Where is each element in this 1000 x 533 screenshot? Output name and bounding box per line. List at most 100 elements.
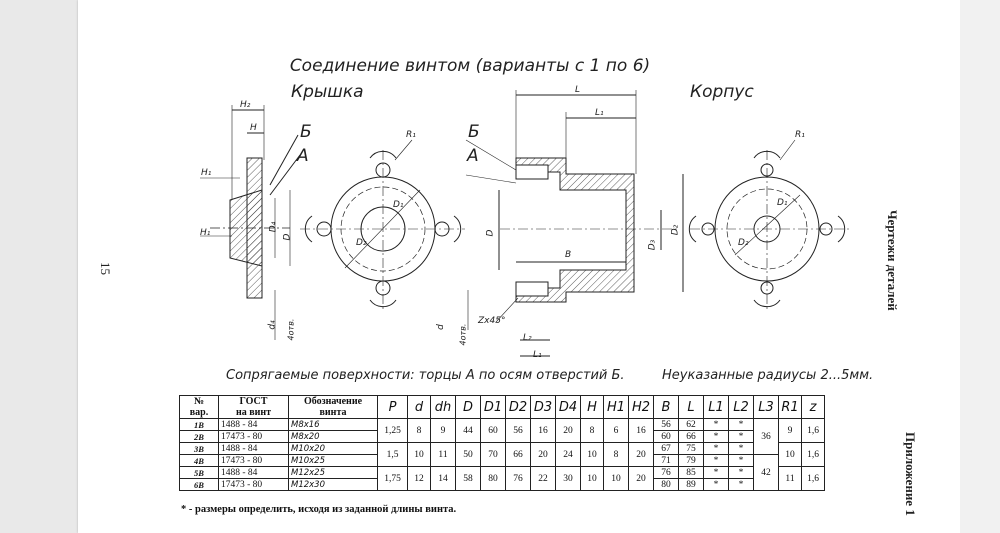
cell-gost: 17473 - 80 — [218, 430, 289, 443]
header-num: № — [193, 396, 205, 407]
cell-d: 10 — [407, 442, 431, 467]
table-footnote: * - размеры определить, исходя из заданн… — [181, 504, 457, 515]
cell-desig: M10x20 — [288, 442, 378, 455]
cell-D1: 70 — [480, 442, 506, 467]
header-col: dh — [430, 395, 456, 419]
dim-holes-body: 4отв. — [458, 323, 468, 346]
body-view-label: Корпус — [690, 82, 754, 102]
cell-var: 3В — [179, 442, 219, 455]
cell-H1: 8 — [603, 442, 629, 467]
cell-B: 56 — [653, 418, 679, 431]
cell-desig: M10x25 — [288, 454, 378, 467]
cover-view-label: Крышка — [291, 82, 364, 102]
cell-H1: 10 — [603, 466, 629, 491]
cell-L: 62 — [678, 418, 704, 431]
header-col: H1 — [603, 395, 629, 419]
dim-D1-cover: D₁ — [393, 200, 404, 210]
cell-D3: 16 — [530, 418, 556, 443]
header-gost: ГОСТ — [239, 396, 268, 407]
cell-D3: 22 — [530, 466, 556, 491]
cell-d: 12 — [407, 466, 431, 491]
cell-var: 6В — [179, 478, 219, 491]
cell-D1: 60 — [480, 418, 506, 443]
cell-H2: 16 — [628, 418, 654, 443]
side-header-appendix: Приложение 1 — [903, 432, 918, 516]
cell-L1: * — [703, 442, 729, 455]
dim-D-body: D — [485, 229, 496, 237]
cell-D2: 66 — [505, 442, 531, 467]
cell-H2: 20 — [628, 442, 654, 467]
cell-H: 10 — [580, 466, 604, 491]
cell-z: 1,6 — [801, 442, 825, 467]
viewer-scrollbar-area[interactable] — [960, 0, 1000, 533]
label-A-body: А — [467, 146, 479, 166]
cell-D3: 20 — [530, 442, 556, 467]
cell-var: 4В — [179, 454, 219, 467]
cell-B: 80 — [653, 478, 679, 491]
header-col: L1 — [703, 395, 729, 419]
table-row: 5В 1488 - 84 M12x25 1,75 12 14 58 80 76 … — [179, 466, 825, 491]
cell-B: 67 — [653, 442, 679, 455]
mating-note: Сопрягаемые поверхности: торцы А по осям… — [226, 368, 625, 383]
cell-gost: 1488 - 84 — [218, 466, 289, 479]
cell-B: 76 — [653, 466, 679, 479]
dim-L: L — [575, 85, 581, 95]
cell-L: 79 — [678, 454, 704, 467]
cell-d: 8 — [407, 418, 431, 443]
cell-L2: * — [728, 442, 754, 455]
cell-L1: * — [703, 454, 729, 467]
cell-var: 5В — [179, 466, 219, 479]
header-col: d — [407, 395, 431, 419]
cell-D2: 56 — [505, 418, 531, 443]
header-gost-sub: на винт — [235, 407, 272, 418]
cell-var: 1В — [179, 418, 219, 431]
cell-L2: * — [728, 454, 754, 467]
dim-D-cover: D — [282, 233, 293, 241]
cell-H: 10 — [580, 442, 604, 467]
dim-D1-body: D₁ — [777, 198, 788, 208]
side-header-drawings: Чертежи деталей — [885, 210, 900, 311]
cell-L1: * — [703, 418, 729, 431]
cell-H: 8 — [580, 418, 604, 443]
dim-D2-body: D₂ — [670, 224, 681, 236]
header-col: L — [678, 395, 704, 419]
label-A-cover: А — [297, 146, 309, 166]
dim-L1-top: L₁ — [595, 108, 604, 118]
cell-P: 1,25 — [377, 418, 408, 443]
cell-P: 1,75 — [377, 466, 408, 491]
cell-D: 58 — [455, 466, 481, 491]
body-front-view — [688, 139, 850, 310]
cell-z: 1,6 — [801, 466, 825, 491]
cell-L1: * — [703, 478, 729, 491]
cell-dh: 11 — [430, 442, 456, 467]
cell-H2: 20 — [628, 466, 654, 491]
header-col: H — [580, 395, 604, 419]
header-col: z — [801, 395, 825, 419]
dim-H1-bottom: H₁ — [200, 228, 211, 238]
header-col: D3 — [530, 395, 556, 419]
header-col: L3 — [753, 395, 779, 419]
cell-L2: * — [728, 418, 754, 431]
table-row: 6В 17473 - 80 M12x30 80 89 * * — [179, 478, 825, 491]
label-B-body: Б — [468, 122, 480, 142]
cell-D1: 80 — [480, 466, 506, 491]
dim-H1-top: H₁ — [201, 168, 212, 178]
cell-L: 89 — [678, 478, 704, 491]
cell-D4: 30 — [555, 466, 581, 491]
cell-R1: 10 — [778, 442, 802, 467]
cell-P: 1,5 — [377, 442, 408, 467]
cell-dh: 14 — [430, 466, 456, 491]
cell-L3: 36 — [753, 418, 779, 455]
cell-D4: 24 — [555, 442, 581, 467]
cell-L3: 42 — [753, 454, 779, 491]
page-title: Соединение винтом (варианты с 1 по 6) — [289, 56, 651, 76]
cell-D: 44 — [455, 418, 481, 443]
header-col: H2 — [628, 395, 654, 419]
cell-B: 60 — [653, 430, 679, 443]
dim-D2-cover: D₂ — [356, 238, 367, 248]
cell-gost: 1488 - 84 — [218, 442, 289, 455]
dim-H2: H₂ — [240, 100, 251, 110]
dim-holes-cover: 4отв. — [286, 318, 296, 341]
dim-D2-body-front: D₂ — [738, 238, 749, 248]
